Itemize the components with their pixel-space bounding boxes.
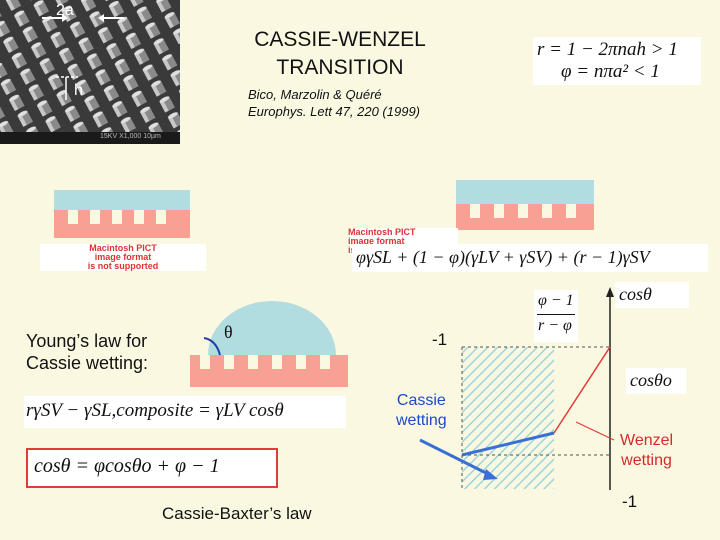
cassie-surface-diagram [54, 190, 190, 238]
placeholder-left-line1: Macintosh PICT [89, 243, 157, 253]
cassie-baxter-caption: Cassie-Baxter’s law [162, 504, 312, 523]
cos-theta-box: cosθ [615, 282, 689, 308]
threshold-box: φ − 1 r − φ [534, 290, 578, 342]
young-law-box: rγSV − γSL,composite = γLV cosθ [24, 396, 346, 428]
cos-theta-o-box: cosθo [626, 368, 686, 394]
placeholder-left-line3: is not supported [87, 261, 159, 271]
pict-placeholder-left: Macintosh PICT image format is not suppo… [40, 244, 206, 271]
height-marker [56, 76, 78, 100]
wenzel-surface-diagram [456, 180, 594, 230]
wenzel-wetting-line-2: wetting [621, 452, 672, 469]
wetting-graph [461, 287, 614, 490]
young-law-equation: rγSV − γSL,composite = γLV cosθ [26, 400, 284, 421]
wenzel-line [553, 346, 611, 434]
reference-line-1: Bico, Marzolin & Quéré [248, 87, 382, 102]
annotation-arrows [419, 421, 615, 480]
minus-one-top: -1 [432, 330, 448, 349]
cos-theta-label: cosθ [619, 284, 652, 304]
cassie-line [461, 431, 555, 457]
droplet-diagram [190, 301, 348, 387]
cassie-baxter-equation: cosθ = φcosθo + φ − 1 [34, 455, 220, 477]
label-2a: 2a [56, 2, 74, 19]
title-line-2: TRANSITION [276, 56, 404, 79]
contact-angle-arc [203, 337, 221, 356]
cassie-region [462, 347, 554, 489]
theta-label: θ [224, 322, 233, 342]
sem-micrograph: 2a h 15KV X1,000 10µm [0, 0, 180, 144]
wenzel-arrow [575, 421, 615, 441]
definitions-box: r = 1 − 2πnah > 1 φ = nπa² < 1 [533, 37, 701, 85]
cos-theta-o-label: cosθo [630, 370, 672, 390]
placeholder-right-line1: Macintosh PICT [348, 227, 416, 237]
reference: Bico, Marzolin & Quéré Europhys. Lett 47… [248, 86, 420, 120]
wenzel-wetting-label: Wenzel wetting [620, 431, 673, 471]
threshold-denominator: r − φ [538, 317, 572, 334]
energy-expression: φγSL + (1 − φ)(γLV + γSV) + (r − 1)γSV [356, 247, 650, 267]
slide-title: CASSIE-WENZEL TRANSITION [215, 26, 465, 82]
threshold-numerator: φ − 1 [538, 292, 574, 309]
placeholder-left-line2: image format [94, 252, 152, 262]
dimension-arrows [42, 14, 124, 22]
r-definition: r = 1 − 2πnah > 1 [537, 39, 678, 60]
reference-line-2: Europhys. Lett 47, 220 (1999) [248, 104, 421, 119]
energy-expression-box: φγSL + (1 − φ)(γLV + γSV) + (r − 1)γSV [352, 244, 708, 272]
y-axis-arrow [606, 287, 614, 297]
micropillar-image [0, 0, 180, 144]
cassie-baxter-box: cosθ = φcosθo + φ − 1 [26, 448, 278, 488]
wenzel-wetting-line-1: Wenzel [620, 432, 674, 449]
title-line-1: CASSIE-WENZEL [254, 28, 426, 51]
youngs-law-line-2: Cassie wetting: [26, 353, 149, 373]
cassie-wetting-line-1: Cassie [396, 392, 446, 409]
placeholder-right-line2: image format [348, 236, 405, 246]
label-h: h [74, 82, 83, 99]
cassie-wetting-label: Cassie wetting [396, 391, 447, 431]
cassie-arrow-head [483, 469, 498, 480]
cassie-arrow [419, 438, 493, 478]
phi-definition: φ = nπa² < 1 [561, 61, 660, 82]
fraction-bar [537, 314, 575, 315]
cassie-wetting-line-2: wetting [396, 412, 447, 429]
youngs-law-label: Young’s law for Cassie wetting: [26, 330, 148, 374]
minus-one-bottom: -1 [622, 492, 638, 511]
youngs-law-line-1: Young’s law for [26, 331, 148, 351]
scale-bar-text: 15KV X1,000 10µm [100, 133, 161, 140]
